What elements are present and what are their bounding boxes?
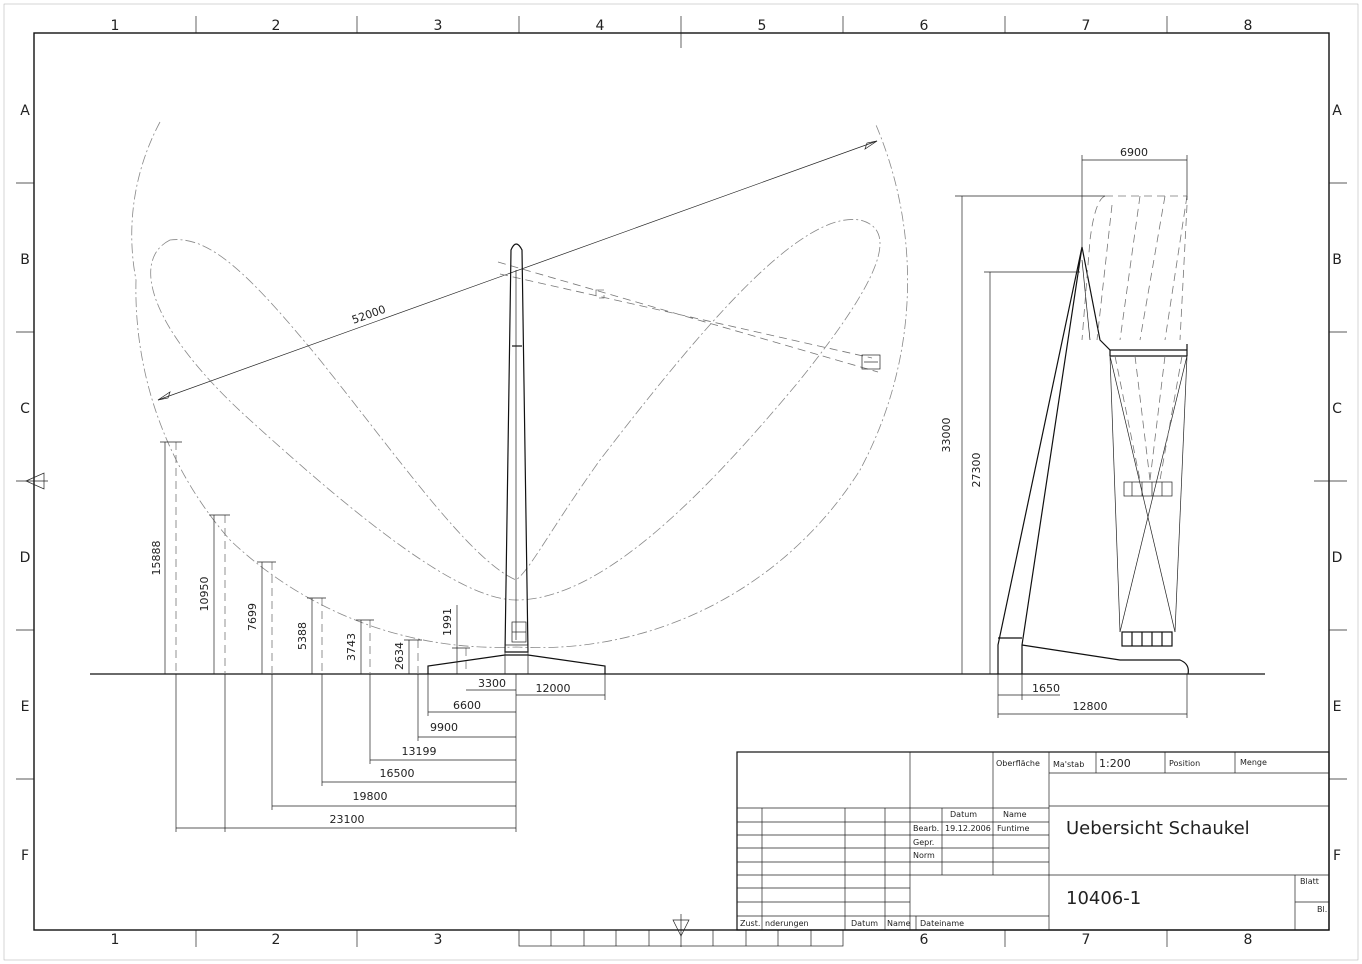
gondola-swung (861, 354, 881, 370)
tb-menge-label: Menge (1240, 758, 1267, 767)
tb-bearb-label: Bearb. (913, 824, 939, 833)
dim-width: 23100 (330, 813, 365, 826)
front-view: 6900 33000 27300 1650 12800 (940, 146, 1189, 718)
tb-aenderungen-label: nderungen (765, 919, 809, 928)
tb-bearb-date: 19.12.2006 (945, 824, 991, 833)
dim-height: 10950 (198, 577, 211, 612)
tb-gepr-label: Gepr. (913, 838, 934, 847)
swung-arm (497, 261, 879, 373)
grid-row-label: B (1332, 252, 1342, 268)
tb-footer-name-label: Name (887, 919, 911, 928)
tb-bl-label: Bl. (1317, 905, 1327, 914)
tb-datum-label: Datum (950, 810, 977, 819)
dim-foot: 1650 (1032, 682, 1060, 695)
swing-cables (1109, 355, 1188, 633)
grid-col-label: 4 (596, 18, 605, 34)
gondola-bottom (511, 621, 527, 643)
grid-col-label: 8 (1244, 18, 1253, 34)
drawing-frame (3, 3, 1359, 961)
tb-bearb-name: Funtime (997, 824, 1029, 833)
dim-height-total: 33000 (940, 418, 953, 453)
dim-width: 16500 (380, 767, 415, 780)
tb-blatt-label: Blatt (1300, 877, 1319, 886)
grid-column-labels-top: 1 2 3 4 5 6 7 8 (111, 18, 1253, 34)
gondola-path (150, 219, 881, 601)
dim-height-pivot: 27300 (970, 453, 983, 488)
tb-name-label: Name (1003, 810, 1027, 819)
grid-row-label: C (20, 401, 30, 417)
tb-title: Uebersicht Schaukel (1066, 818, 1250, 839)
tower (504, 243, 529, 653)
grid-col-label: 6 (920, 18, 929, 34)
tb-zust-label: Zust. (740, 919, 760, 928)
grid-col-label: 7 (1082, 932, 1091, 948)
grid-row-label: E (21, 699, 30, 715)
grid-column-labels-bottom: 1 2 3 6 7 8 (111, 932, 1253, 948)
grid-col-label: 2 (272, 18, 281, 34)
title-block: Oberfläche Ma'stab 1:200 Position Menge … (736, 751, 1330, 931)
grid-row-label: B (20, 252, 30, 268)
grid-col-label: 3 (434, 932, 443, 948)
tb-drawing-number: 10406-1 (1066, 888, 1141, 909)
dim-width: 3300 (478, 677, 506, 690)
front-gondola-swung (1123, 481, 1173, 497)
grid-row-labels-right: A B C D E F (1332, 103, 1343, 864)
grid-col-label: 7 (1082, 18, 1091, 34)
dim-height: 2634 (393, 642, 406, 670)
grid-row-label: C (1332, 401, 1342, 417)
front-gondola-bottom (1121, 631, 1173, 647)
grid-row-label: E (1333, 699, 1342, 715)
dim-top-width: 6900 (1120, 146, 1148, 159)
grid-row-label: A (1332, 103, 1342, 119)
grid-row-label: F (1333, 848, 1341, 864)
front-raised-arm (1081, 195, 1188, 341)
dim-width: 19800 (353, 790, 388, 803)
tb-massstab-value: 1:200 (1099, 757, 1131, 770)
tb-norm-label: Norm (913, 851, 935, 860)
dim-width: 13199 (402, 745, 437, 758)
dim-height: 15888 (150, 541, 163, 576)
dim-diameter: 52000 (350, 303, 387, 327)
tb-position-label: Position (1169, 759, 1200, 768)
tb-oberflaeche-label: Oberfläche (996, 759, 1040, 768)
dim-height: 1991 (441, 608, 454, 636)
dim-width: 6600 (453, 699, 481, 712)
dim-base-width: 12800 (1073, 700, 1108, 713)
grid-col-label: 1 (111, 932, 120, 948)
dim-height: 5388 (296, 622, 309, 650)
dim-height: 7699 (246, 603, 259, 631)
grid-col-label: 5 (758, 18, 767, 34)
grid-col-label: 1 (111, 18, 120, 34)
grid-row-labels-left: A B C D E F (20, 103, 31, 864)
a-frame (997, 246, 1083, 674)
dim-width: 12000 (536, 682, 571, 695)
dim-height: 3743 (345, 633, 358, 661)
grid-col-label: 8 (1244, 932, 1253, 948)
dim-width: 9900 (430, 721, 458, 734)
tower-base (427, 654, 606, 674)
grid-col-label: 3 (434, 18, 443, 34)
grid-col-label: 2 (272, 932, 281, 948)
swing-circle (131, 121, 908, 649)
front-base (1021, 644, 1189, 675)
diameter-line (157, 140, 878, 401)
grid-row-label: F (21, 848, 29, 864)
side-view: 52000 (131, 121, 908, 832)
grid-col-label: 6 (920, 932, 929, 948)
tb-massstab-label: Ma'stab (1053, 760, 1084, 769)
grid-row-label: A (20, 103, 30, 119)
tb-footer-datum-label: Datum (851, 919, 878, 928)
tb-dateiname-label: Dateiname (920, 919, 964, 928)
grid-row-label: D (20, 550, 31, 566)
grid-row-label: D (1332, 550, 1343, 566)
